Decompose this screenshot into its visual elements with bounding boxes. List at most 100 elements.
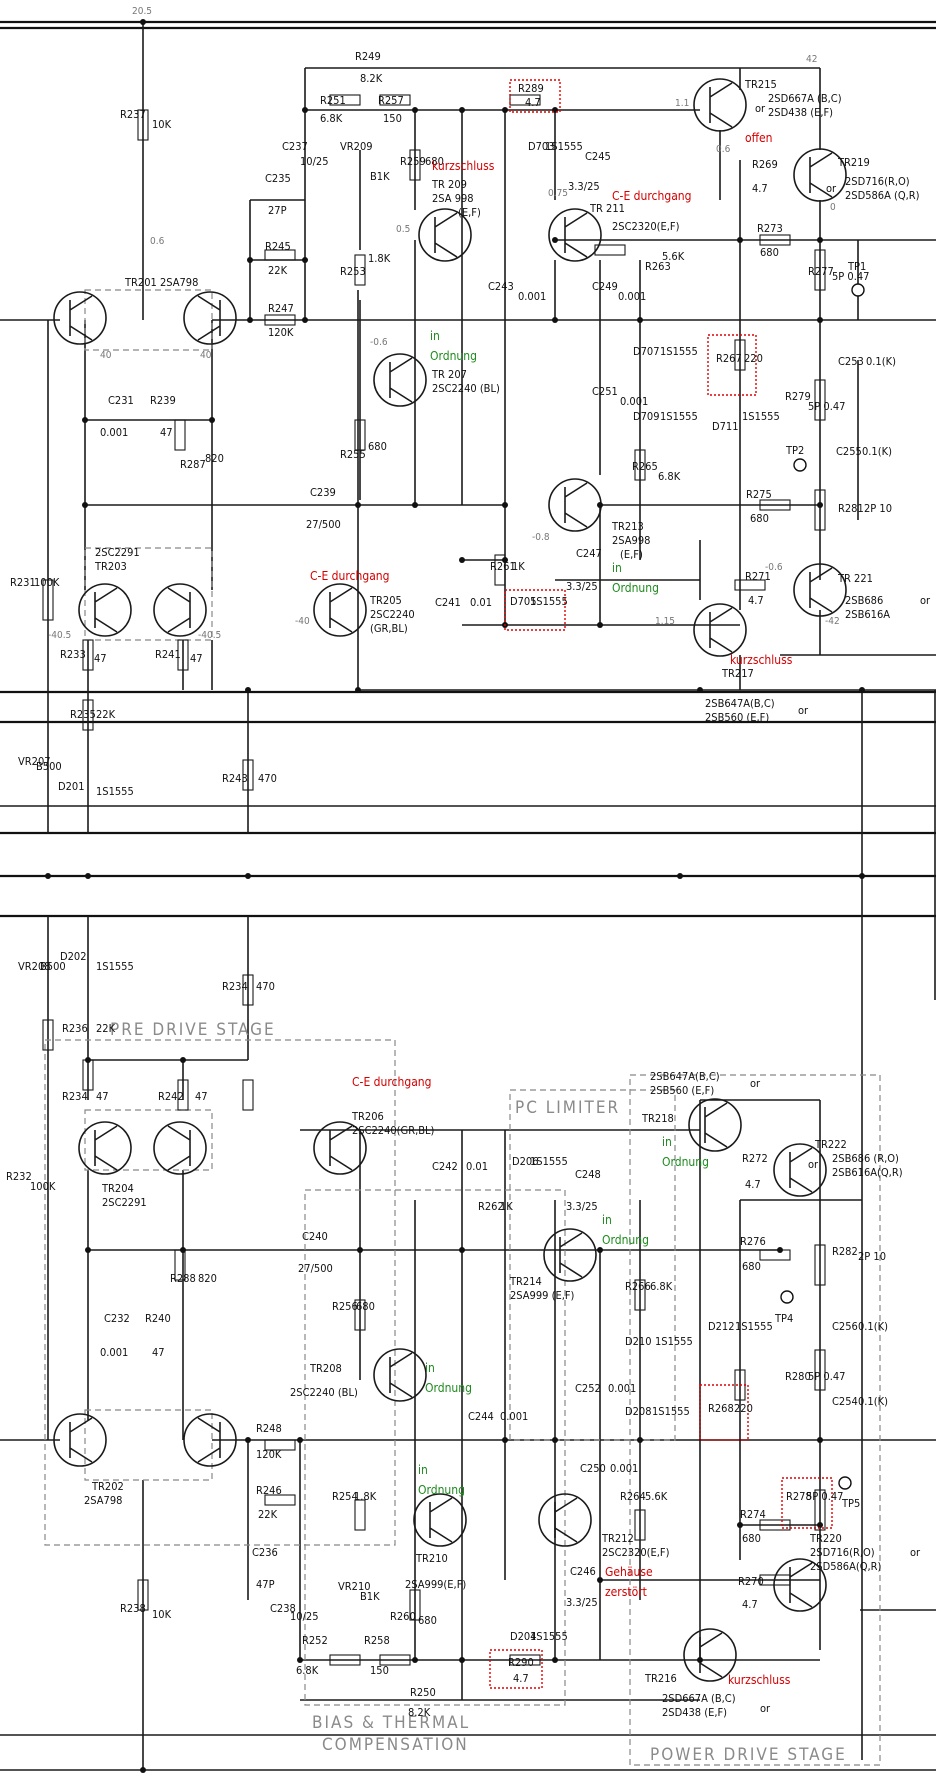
c240-label: C240 — [302, 1230, 328, 1243]
r270-value: 4.7 — [742, 1598, 758, 1611]
note-offen-tr215: offen — [745, 131, 773, 145]
c255-value: 0.1(K) — [862, 445, 892, 458]
c238-value: 10/25 — [290, 1610, 319, 1623]
r252-label: R252 — [302, 1634, 328, 1647]
tr209-type: 2SA 998 — [432, 192, 474, 205]
r274-value: 680 — [742, 1532, 761, 1545]
r276-label: R276 — [740, 1235, 766, 1248]
stage-pc-limiter: PC LIMITER — [515, 1098, 620, 1118]
tr222-type: 2SB616A(Q,R) — [832, 1166, 903, 1179]
voltage-label: 40 — [100, 350, 112, 361]
r261-value: 1K — [512, 560, 525, 573]
r279-value: 5P 0.47 — [808, 400, 845, 413]
tr219-label: TR219 — [837, 156, 870, 169]
d705-label: D705 — [510, 595, 537, 608]
r288-value: 820 — [198, 1272, 217, 1285]
c242-value: 0.01 — [466, 1160, 488, 1173]
tr213-label: TR213 — [611, 520, 644, 533]
tr217-label: TR217 — [721, 667, 754, 680]
c256-label: C256 — [832, 1320, 858, 1333]
r272-value: 4.7 — [745, 1178, 761, 1191]
c238-label: C238 — [270, 1602, 296, 1615]
d711-value: 1S1555 — [742, 410, 780, 423]
tr220-label: TR220 — [809, 1532, 842, 1545]
r266-label: R266 — [625, 1280, 651, 1293]
r273-value: 680 — [760, 246, 779, 259]
c237-value: 10/25 — [300, 155, 329, 168]
r237-value: 10K — [152, 118, 172, 131]
c236-label: C236 — [252, 1546, 278, 1559]
c235-value: 27P — [268, 204, 287, 217]
tr217-or: or — [798, 704, 809, 717]
r250-value: 8.2K — [408, 1706, 431, 1719]
vr208-value: B500 — [40, 960, 66, 973]
tr204-symbol — [78, 1121, 207, 1175]
stage-labels: PRE DRIVE STAGE PC LIMITER BIAS & THERMA… — [110, 1020, 845, 1765]
tr215-symbol — [693, 78, 747, 132]
r232-value: 100K — [30, 1180, 56, 1193]
r234-value: 47 — [96, 1090, 109, 1103]
r278-value: 5P 0.47 — [806, 1490, 843, 1503]
r289-value: 4.7 — [525, 96, 541, 109]
tr220-type: 2SD586A(Q,R) — [810, 1560, 882, 1573]
tr220-type: 2SD716(R,O) — [810, 1546, 875, 1559]
r245-label: R245 — [265, 240, 291, 253]
tr208-type: 2SC2240 (BL) — [290, 1386, 358, 1399]
r259-value: 680 — [425, 155, 444, 168]
r249-value: 8.2K — [360, 72, 383, 85]
r263-value: 5.6K — [662, 250, 685, 263]
c254-label: C254 — [832, 1395, 858, 1408]
note-kurzschluss-tr216: kurzschluss — [728, 1673, 791, 1687]
c250-value: 0.001 — [610, 1462, 638, 1475]
r240-value: 47 — [152, 1346, 165, 1359]
r267-value: 220 — [744, 352, 763, 365]
c231-value: 0.001 — [100, 426, 128, 439]
d202-value: 1S1555 — [96, 960, 134, 973]
r290-value: 4.7 — [513, 1672, 529, 1685]
c247-value: 3.3/25 — [566, 580, 598, 593]
d201-label: D201 — [58, 780, 85, 793]
tr221-type: 2SB616A — [845, 608, 890, 621]
voltage-label: -0.8 — [532, 532, 550, 543]
c256-value: 0.1(K) — [858, 1320, 888, 1333]
c243-value: 0.001 — [518, 290, 546, 303]
tr205-type: 2SC2240 — [370, 608, 415, 621]
r282-value: 2P 10 — [858, 1250, 886, 1263]
r249-label: R249 — [355, 50, 381, 63]
r268-value: 220 — [734, 1402, 753, 1415]
tr208-symbol — [373, 1348, 427, 1402]
junction-dots — [45, 19, 865, 1773]
d212-label: D212 — [708, 1320, 735, 1333]
vr210-value: B1K — [360, 1590, 380, 1603]
r255-value: 680 — [368, 440, 387, 453]
r266-value: 6.8K — [650, 1280, 673, 1293]
tr210-symbol — [413, 1493, 467, 1547]
voltage-label: 1.1 — [675, 98, 689, 109]
c242-label: C242 — [432, 1160, 458, 1173]
c246-label: C246 — [570, 1565, 596, 1578]
voltage-label: 0 — [830, 202, 836, 213]
r253-label: R253 — [340, 265, 366, 278]
vr207-value: B500 — [36, 760, 62, 773]
r252-value: 6.8K — [296, 1664, 319, 1677]
r258-value: 150 — [370, 1664, 389, 1677]
tr219-or: or — [826, 182, 837, 195]
r234-label: R234 — [62, 1090, 88, 1103]
r265-label: R265 — [632, 460, 658, 473]
tr206-symbol — [313, 1121, 367, 1175]
c236-value: 47P — [256, 1578, 275, 1591]
tr211-label: TR 211 — [589, 202, 625, 215]
tp1-terminal — [851, 283, 865, 297]
c235-label: C235 — [265, 172, 291, 185]
test-points — [780, 283, 865, 1490]
note-in-tr207: in — [430, 329, 440, 343]
tr216-symbol — [683, 1628, 737, 1682]
c254-value: 0.1(K) — [858, 1395, 888, 1408]
tr202-type: 2SA798 — [84, 1494, 122, 1507]
d711-label: D711 — [712, 420, 739, 433]
r276-value: 680 — [742, 1260, 761, 1273]
tr202-symbol — [53, 1413, 237, 1467]
r278-label: R278 — [786, 1490, 812, 1503]
tp2-label: TP2 — [785, 444, 804, 457]
voltage-label: -0.6 — [370, 337, 388, 348]
